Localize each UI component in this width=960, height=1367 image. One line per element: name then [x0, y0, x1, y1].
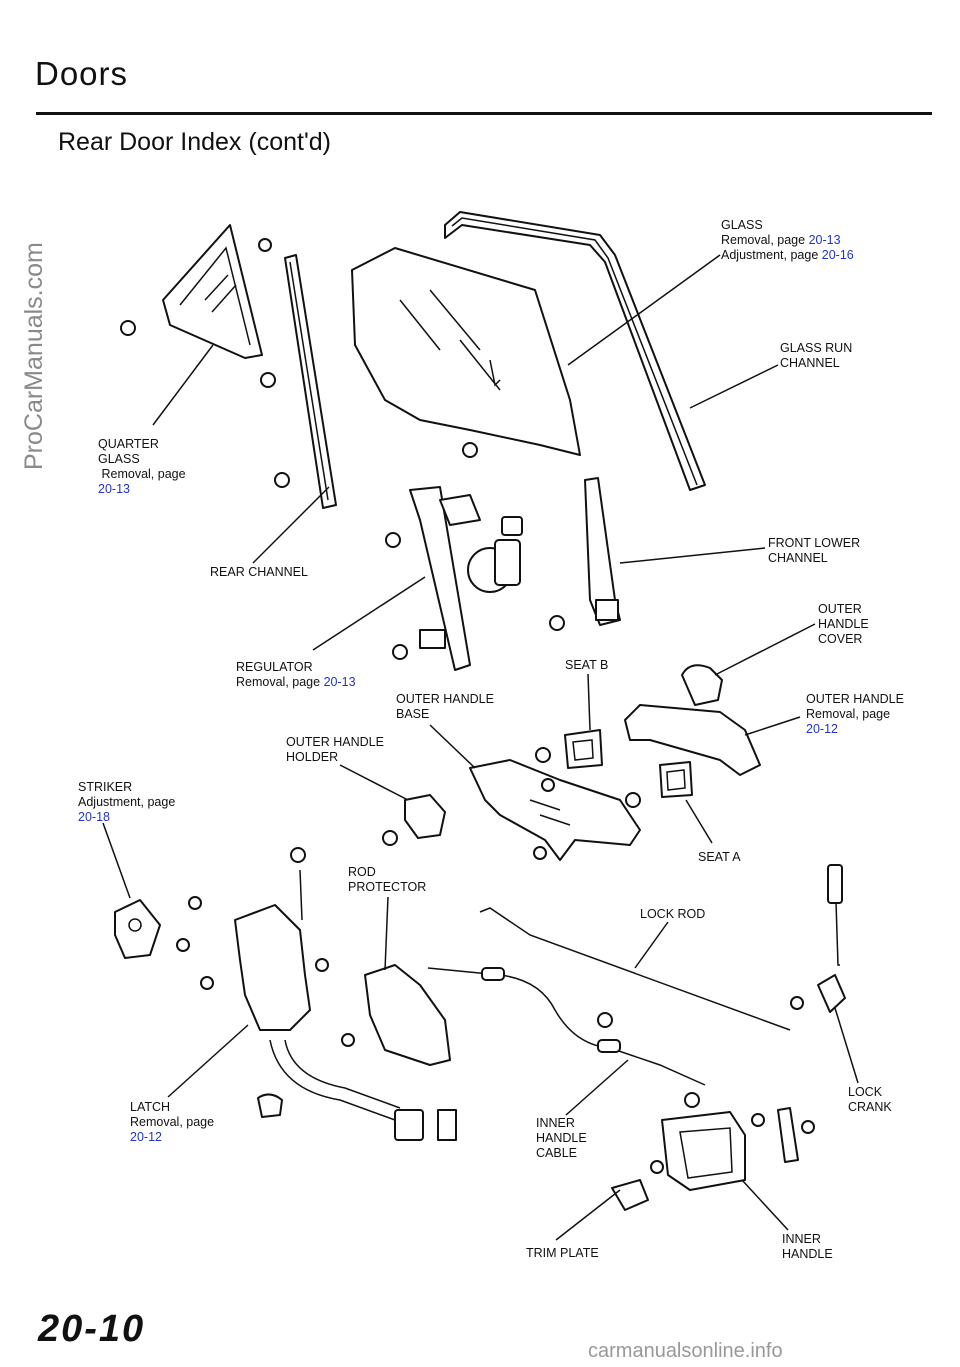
label-outer-handle-base: OUTER HANDLE BASE	[396, 692, 494, 721]
inner-handle-cable-part	[427, 967, 706, 1086]
label-regulator: REGULATOR Removal, page 20-13	[236, 660, 356, 689]
latch-part	[234, 869, 457, 1141]
seat-b-part	[564, 729, 603, 769]
footer-site[interactable]: carmanualsonline.info	[588, 1340, 783, 1362]
link-striker-adjust[interactable]: 20-18	[78, 810, 110, 824]
leader-lines	[102, 254, 859, 1241]
label-rod-protector: ROD PROTECTOR	[348, 865, 427, 894]
rod-protector-part	[364, 964, 451, 1066]
label-glass: GLASS Removal, page 20-13 Adjustment, pa…	[721, 218, 854, 262]
glass-run-channel-part	[444, 211, 706, 491]
page-subtitle: Rear Door Index (cont'd)	[58, 128, 331, 156]
link-latch-removal[interactable]: 20-12	[130, 1130, 162, 1144]
label-glass-run-channel: GLASS RUN CHANNEL	[780, 341, 853, 370]
label-seat-a: SEAT A	[698, 850, 741, 864]
link-quarter-glass-removal[interactable]: 20-13	[98, 482, 130, 496]
lock-rod-part	[479, 907, 791, 1031]
outer-handle-holder-part	[404, 794, 446, 839]
label-rear-channel: REAR CHANNEL	[210, 565, 308, 579]
inner-handle-part	[661, 1107, 799, 1191]
section-title: Doors	[35, 55, 129, 92]
front-lower-channel-part	[584, 477, 621, 626]
trim-plate-part	[611, 1179, 649, 1211]
label-front-lower-channel: FRONT LOWER CHANNEL	[768, 536, 861, 565]
glass-part	[351, 247, 581, 456]
label-outer-handle: OUTER HANDLE Removal, page 20-12	[806, 692, 904, 736]
bolts	[120, 238, 815, 1174]
label-lock-rod: LOCK ROD	[640, 907, 706, 921]
lock-crank-part	[817, 864, 846, 1013]
link-regulator-removal[interactable]: 20-13	[323, 675, 356, 689]
rear-channel-part	[284, 254, 337, 509]
outer-handle-part	[624, 704, 761, 776]
regulator-part	[409, 486, 523, 671]
label-seat-b: SEAT B	[565, 658, 609, 672]
link-glass-removal[interactable]: 20-13	[808, 233, 841, 247]
label-inner-handle: INNER HANDLE	[782, 1232, 833, 1261]
label-inner-handle-cable: INNER HANDLE CABLE	[536, 1116, 587, 1160]
seat-a-part	[659, 761, 693, 798]
label-striker: STRIKER Adjustment, page 20-18	[78, 780, 176, 824]
striker-part	[114, 899, 161, 959]
label-outer-handle-holder: OUTER HANDLE HOLDER	[286, 735, 384, 764]
header-rule	[36, 112, 932, 115]
label-lock-crank: LOCK CRANK	[848, 1085, 892, 1114]
label-quarter-glass: QUARTER GLASS Removal, page 20-13	[98, 437, 186, 496]
label-outer-handle-cover: OUTER HANDLE COVER	[818, 602, 869, 646]
link-outer-handle-removal[interactable]: 20-12	[806, 722, 838, 736]
outer-handle-base-part	[469, 759, 641, 861]
label-latch: LATCH Removal, page 20-12	[130, 1100, 215, 1144]
outer-handle-cover-part	[681, 664, 723, 706]
quarter-glass-part	[162, 224, 263, 359]
link-glass-adjust[interactable]: 20-16	[821, 248, 854, 262]
page-number: 20-10	[38, 1308, 146, 1350]
label-trim-plate: TRIM PLATE	[526, 1246, 599, 1260]
